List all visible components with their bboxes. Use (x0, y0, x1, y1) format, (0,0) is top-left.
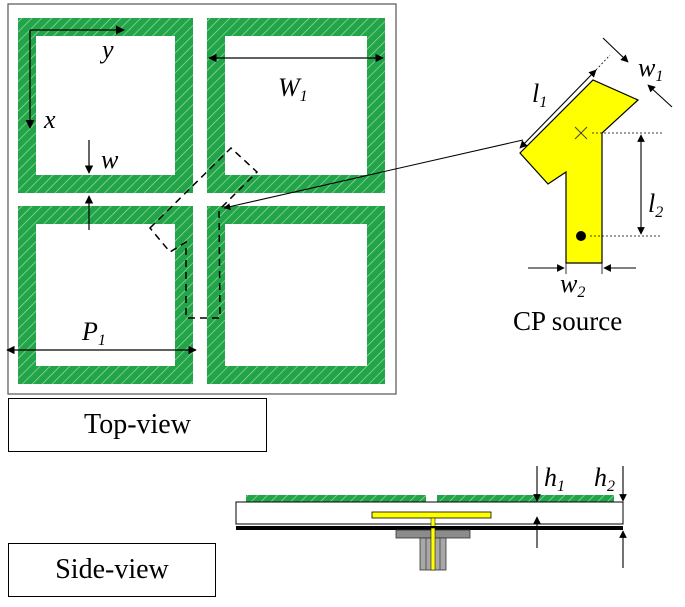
h2-label: h2 (594, 463, 615, 495)
l1-label: l1 (532, 79, 547, 111)
l2-dimension (590, 132, 662, 237)
patch-top-right (207, 18, 385, 193)
patch-bottom-right (207, 206, 385, 384)
coordinate-axes (25, 25, 125, 129)
w2-label: w2 (560, 269, 585, 301)
zoom-leader-line (223, 139, 524, 211)
side-view-stack (235, 495, 624, 571)
W1-label: W1 (278, 73, 308, 105)
cp-source-footprint (148, 146, 259, 319)
l1-dimension (519, 69, 597, 149)
cp-source-caption: CP source (513, 306, 622, 336)
l2-label: l2 (648, 189, 663, 221)
w1-dimension (595, 37, 673, 108)
w-label: w (101, 145, 119, 174)
axis-x-label: x (43, 105, 56, 134)
w2-dimension (528, 263, 636, 274)
side-view-caption: Side-view (8, 543, 216, 597)
P1-label: P1 (81, 317, 106, 349)
w1-label: w1 (638, 53, 663, 85)
h1-label: h1 (544, 463, 565, 495)
axis-y-label: y (99, 35, 114, 64)
patch-top-left (18, 18, 193, 193)
patch-bottom-left (18, 206, 193, 384)
top-view-caption: Top-view (8, 398, 267, 452)
h-dimensions (533, 466, 627, 568)
